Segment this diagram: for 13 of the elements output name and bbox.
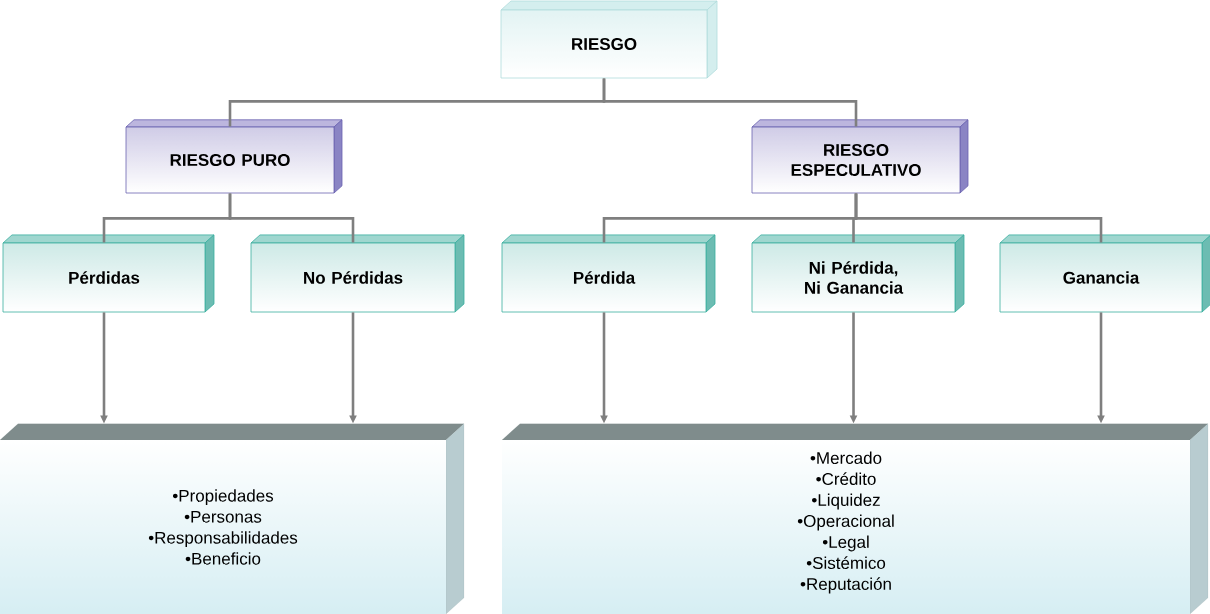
process-box: Ganancia — [999, 234, 1210, 313]
process-box: Pérdidas — [2, 234, 215, 313]
process-box: RIESGO PURO — [125, 119, 343, 194]
connector-line — [228, 193, 355, 243]
process-box: No Pérdidas — [250, 234, 465, 313]
connector-line — [854, 193, 1103, 243]
process-box: RIESGO — [500, 0, 718, 79]
label-box: •Propiedades •Personas •Responsabilidades •Beneficio — [0, 423, 465, 614]
connector-line — [602, 78, 858, 127]
process-box: Ni Pérdida, Ni Ganancia — [751, 234, 965, 313]
label-box: •Mercado •Crédito •Liquidez •Operacional •Legal •Sistémico •Reputación — [501, 423, 1209, 614]
process-box: RIESGO ESPECULATIVO — [751, 119, 969, 194]
process-box: Pérdida — [501, 234, 716, 313]
